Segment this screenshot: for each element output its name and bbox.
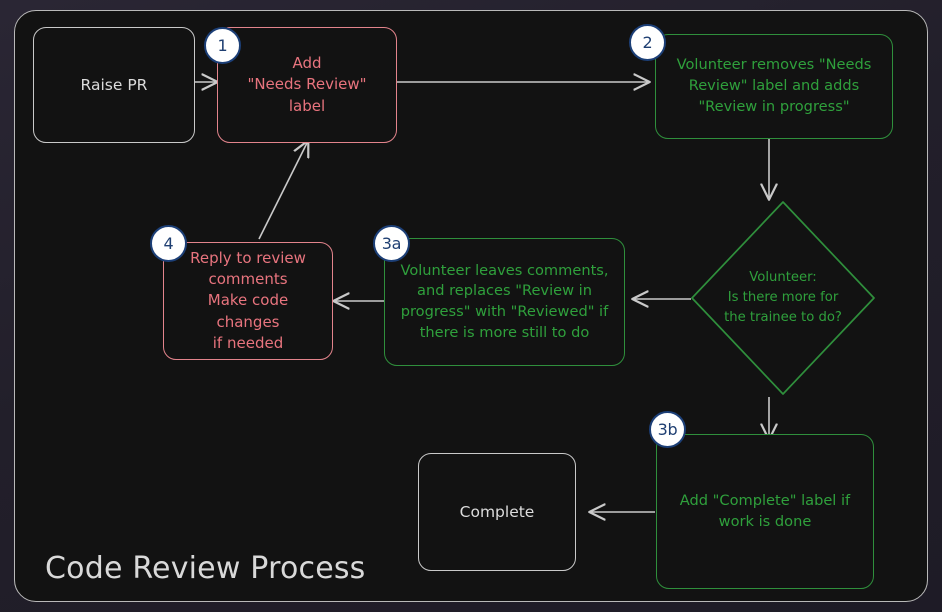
step-badge-3b-label: 3b <box>657 420 678 439</box>
add-complete-line-1: Add "Complete" label if <box>679 491 851 509</box>
step-badge-4[interactable]: 4 <box>150 225 187 262</box>
step-badge-4-label: 4 <box>163 234 174 253</box>
edge-reply-to-add-label <box>258 141 308 240</box>
add-complete-label-text: Add "Complete" label if work is done <box>680 491 850 532</box>
diagram-frame: Raise PR Add "Needs Review" label Volunt… <box>14 10 928 602</box>
decision-line-2: Is there more for <box>727 290 839 306</box>
reply-line-4: if needed <box>212 333 284 352</box>
raise-pr-node[interactable]: Raise PR <box>33 27 195 143</box>
add-needs-review-line-3: label <box>288 96 326 115</box>
decision-line-3: the trainee to do? <box>724 309 842 325</box>
volunteer-leaves-comments-node[interactable]: Volunteer leaves comments, and replaces … <box>384 238 625 366</box>
add-needs-review-label-node[interactable]: Add "Needs Review" label <box>217 27 397 143</box>
add-needs-review-line-2: "Needs Review" <box>247 75 367 94</box>
add-needs-review-line-1: Add <box>292 54 322 73</box>
raise-pr-label: Raise PR <box>80 76 148 94</box>
volunteer-removes-line-2: Review" label and adds <box>688 77 860 95</box>
decision-diamond-shape <box>691 201 875 395</box>
leaves-comments-line-3: progress" with "Reviewed" if <box>400 303 609 320</box>
reply-to-review-comments-text: Reply to review comments Make code chang… <box>174 248 322 354</box>
reply-line-3: Make code changes <box>207 291 289 331</box>
decision-more-work-node[interactable]: Volunteer: Is there more for the trainee… <box>689 199 877 397</box>
volunteer-removes-line-3: "Review in progress" <box>698 97 850 115</box>
volunteer-removes-line-1: Volunteer removes "Needs <box>676 56 872 74</box>
complete-node[interactable]: Complete <box>418 453 576 571</box>
leaves-comments-line-4: there is more still to do <box>419 323 590 341</box>
step-badge-3a-label: 3a <box>381 234 402 253</box>
decision-line-1: Volunteer: <box>749 270 817 286</box>
step-badge-1[interactable]: 1 <box>204 27 241 64</box>
leaves-comments-line-2: and replaces "Review in <box>417 282 592 300</box>
add-needs-review-label-text: Add "Needs Review" label <box>247 53 366 117</box>
step-badge-2-label: 2 <box>642 33 653 52</box>
add-complete-line-2: work is done <box>718 512 812 530</box>
diagram-title: Code Review Process <box>45 551 366 586</box>
volunteer-leaves-comments-text: Volunteer leaves comments, and replaces … <box>400 261 608 344</box>
volunteer-removes-label-text: Volunteer removes "Needs Review" label a… <box>677 55 872 117</box>
reply-line-1: Reply to review <box>190 248 306 267</box>
step-badge-3b[interactable]: 3b <box>649 411 686 448</box>
decision-label-text: Volunteer: Is there more for the trainee… <box>689 199 877 397</box>
step-badge-3a[interactable]: 3a <box>373 225 410 262</box>
reply-line-2: comments <box>208 270 288 289</box>
reply-to-review-comments-node[interactable]: Reply to review comments Make code chang… <box>163 242 333 360</box>
step-badge-2[interactable]: 2 <box>629 24 666 61</box>
complete-label: Complete <box>459 503 535 521</box>
volunteer-removes-label-node[interactable]: Volunteer removes "Needs Review" label a… <box>655 34 893 139</box>
add-complete-label-node[interactable]: Add "Complete" label if work is done <box>656 434 874 589</box>
step-badge-1-label: 1 <box>217 36 228 55</box>
leaves-comments-line-1: Volunteer leaves comments, <box>400 261 609 279</box>
